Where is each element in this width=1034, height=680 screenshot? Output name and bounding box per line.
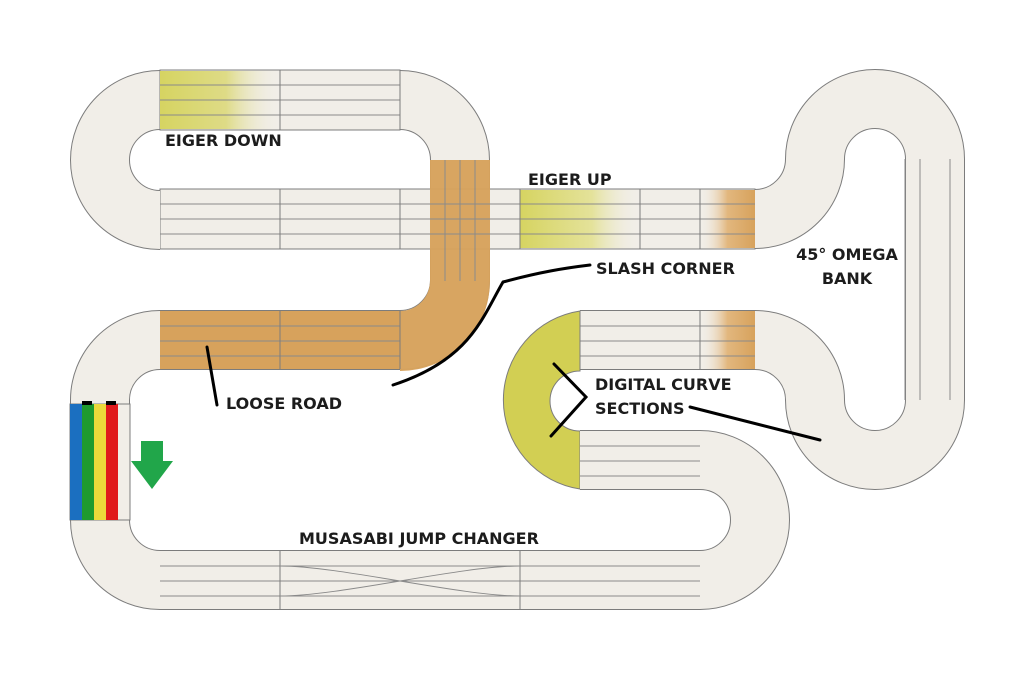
eiger-up-label: EIGER UP [528,170,612,189]
loose-road-label: LOOSE ROAD [226,394,343,413]
lane-lines [160,84,951,597]
omega-bank-label-line1: 45° OMEGA [796,245,898,264]
omega-bank-label: 45° OMEGA BANK [792,243,902,291]
track-lower-hairpin [70,310,790,610]
digital-curve-label-line1: DIGITAL CURVE [595,375,732,394]
digital-curve-label: DIGITAL CURVE SECTIONS [595,373,732,421]
segment-dividers [279,70,701,609]
musasabi-jump-changer [279,565,521,597]
omega-bank-label-line2: BANK [821,269,873,288]
digital-curve-label-line2: SECTIONS [595,399,685,418]
start-grid [69,401,131,521]
lane-blue [70,404,82,520]
track-layout [69,69,965,610]
callout-lines [205,263,822,442]
digital-curve-section [502,310,581,490]
track-omega-bank [753,69,965,490]
digital-curve-callout [549,362,589,438]
lane-green [82,404,94,520]
omega-bank-callout [688,405,822,442]
slash-corner-callout [391,263,592,387]
orange-fade-section-middle [700,311,755,369]
lane-red [106,404,118,520]
lane-yellow [94,404,106,520]
down-arrow-icon [131,441,173,489]
eiger-down-label: EIGER DOWN [165,131,282,150]
track-left-top-hairpin [70,70,162,250]
slash-corner-label: SLASH CORNER [596,259,735,278]
loose-road-callout [205,345,219,407]
track-middle-straight [580,310,845,402]
musasabi-label: MUSASABI JUMP CHANGER [299,529,539,548]
